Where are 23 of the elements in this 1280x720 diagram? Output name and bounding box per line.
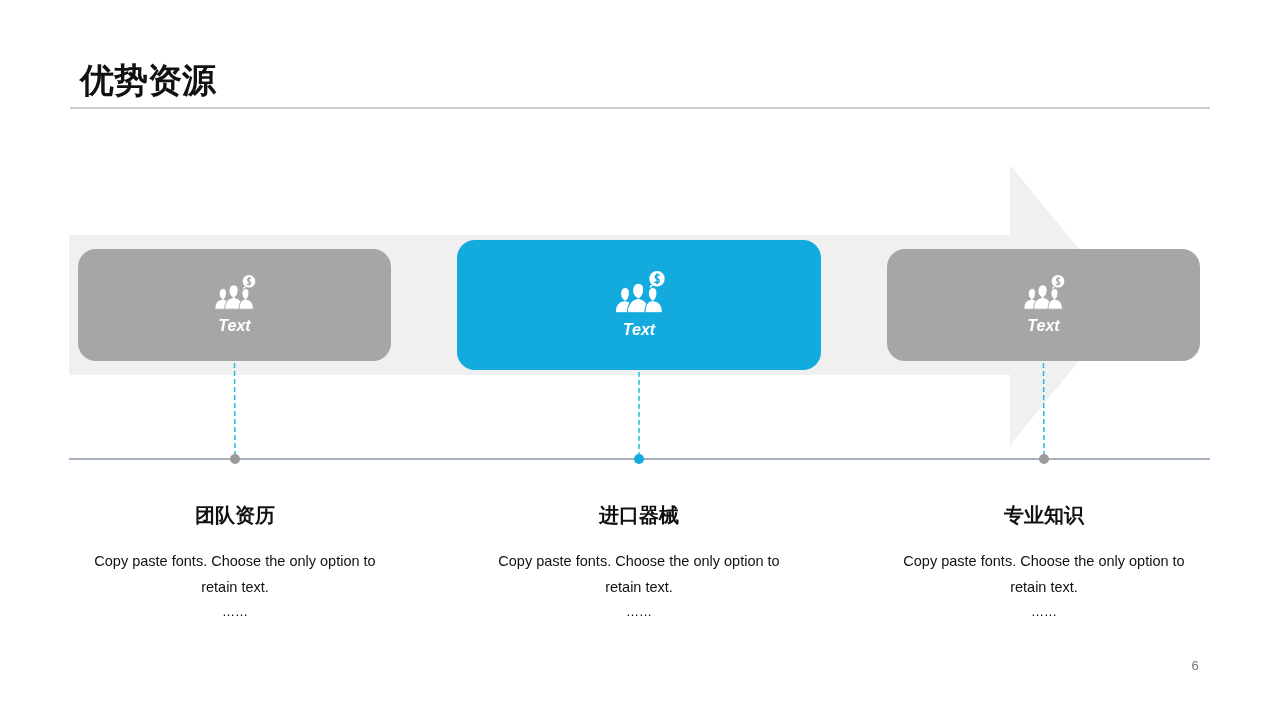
body-text: Copy paste fonts. Choose the only option to retain text. <box>902 552 1186 597</box>
page-number: 6 <box>1190 658 1200 675</box>
column-heading: 专业知识 <box>1003 503 1085 528</box>
timeline-dot <box>230 454 240 464</box>
ellipsis-text: …… <box>625 604 653 621</box>
leader-line <box>233 362 236 455</box>
card-label: Text <box>1027 317 1060 335</box>
leader-line <box>1042 362 1045 455</box>
rounded-card <box>457 240 821 370</box>
body-text: Copy paste fonts. Choose the only option to retain text. <box>497 552 781 597</box>
rounded-card <box>887 249 1200 361</box>
rounded-card <box>78 249 391 361</box>
ellipsis-text: …… <box>221 604 249 621</box>
timeline-dot <box>634 454 644 464</box>
ellipsis-text: …… <box>1030 604 1058 621</box>
slide-title: 优势资源 <box>80 60 216 101</box>
card-label: Text <box>622 321 656 339</box>
column-heading: 进口器械 <box>598 503 680 528</box>
body-text: Copy paste fonts. Choose the only option to retain text. <box>93 552 377 597</box>
leader-line <box>638 371 640 455</box>
column-heading: 团队资历 <box>194 503 276 528</box>
card-label: Text <box>218 317 251 335</box>
timeline-dot <box>1039 454 1049 464</box>
